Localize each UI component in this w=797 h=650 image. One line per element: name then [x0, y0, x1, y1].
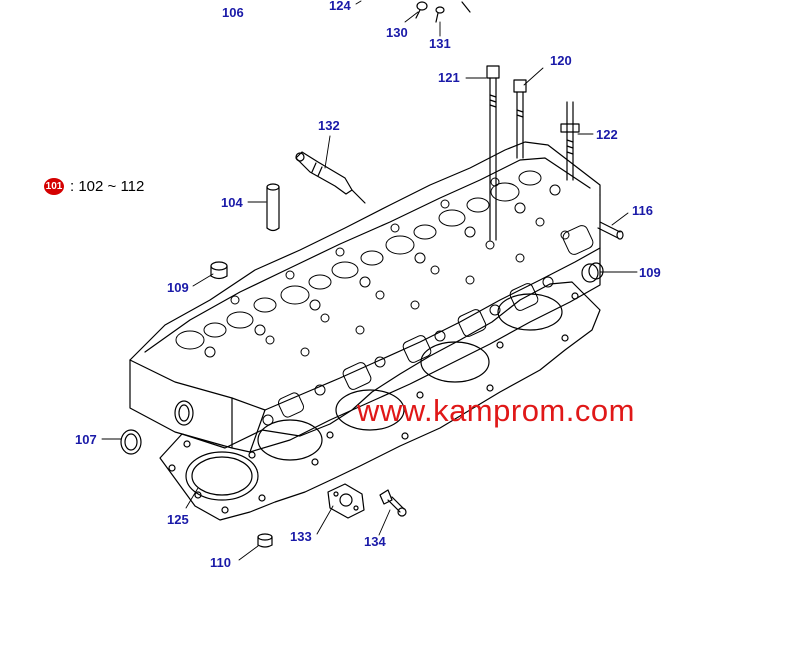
callout-109-left[interactable]: 109 [167, 280, 189, 295]
callout-130[interactable]: 130 [386, 25, 408, 40]
callout-110[interactable]: 110 [210, 555, 231, 570]
sleeve-104 [266, 183, 280, 232]
head-bolt-121 [486, 65, 500, 241]
plug-109-right [581, 262, 604, 283]
stud-122 [560, 101, 580, 181]
assembly-legend: 101 : 102 ~ 112 [44, 178, 144, 195]
callout-120[interactable]: 120 [550, 53, 572, 68]
callout-124[interactable]: 124 [329, 0, 351, 13]
fitting-130 [415, 1, 428, 19]
seal-107 [120, 429, 142, 455]
callout-122[interactable]: 122 [596, 127, 618, 142]
plate-133 [327, 483, 365, 519]
dowel-110 [257, 533, 273, 548]
callout-131[interactable]: 131 [429, 36, 451, 51]
stud-116 [597, 221, 624, 240]
callout-116[interactable]: 116 [632, 203, 653, 218]
assembly-badge[interactable]: 101 [44, 178, 64, 195]
fitting-131 [435, 6, 445, 23]
assembly-range: : 102 ~ 112 [70, 178, 145, 195]
leader-lines [101, 0, 638, 561]
head-bolt-120 [513, 79, 527, 159]
callout-109-right[interactable]: 109 [639, 265, 661, 280]
callout-104[interactable]: 104 [221, 195, 243, 210]
bolt-134 [379, 489, 407, 517]
injector-132 [295, 151, 366, 204]
plug-109-left [210, 261, 228, 280]
callout-121[interactable]: 121 [438, 70, 460, 85]
head-gasket [159, 281, 601, 521]
callout-125[interactable]: 125 [167, 512, 189, 527]
callout-106[interactable]: 106 [222, 5, 244, 20]
callout-107[interactable]: 107 [75, 432, 97, 447]
callout-132[interactable]: 132 [318, 118, 340, 133]
callout-134[interactable]: 134 [364, 534, 386, 549]
cylinder-head [129, 141, 601, 453]
callout-133[interactable]: 133 [290, 529, 312, 544]
watermark: www.kamprom.com [357, 393, 635, 428]
